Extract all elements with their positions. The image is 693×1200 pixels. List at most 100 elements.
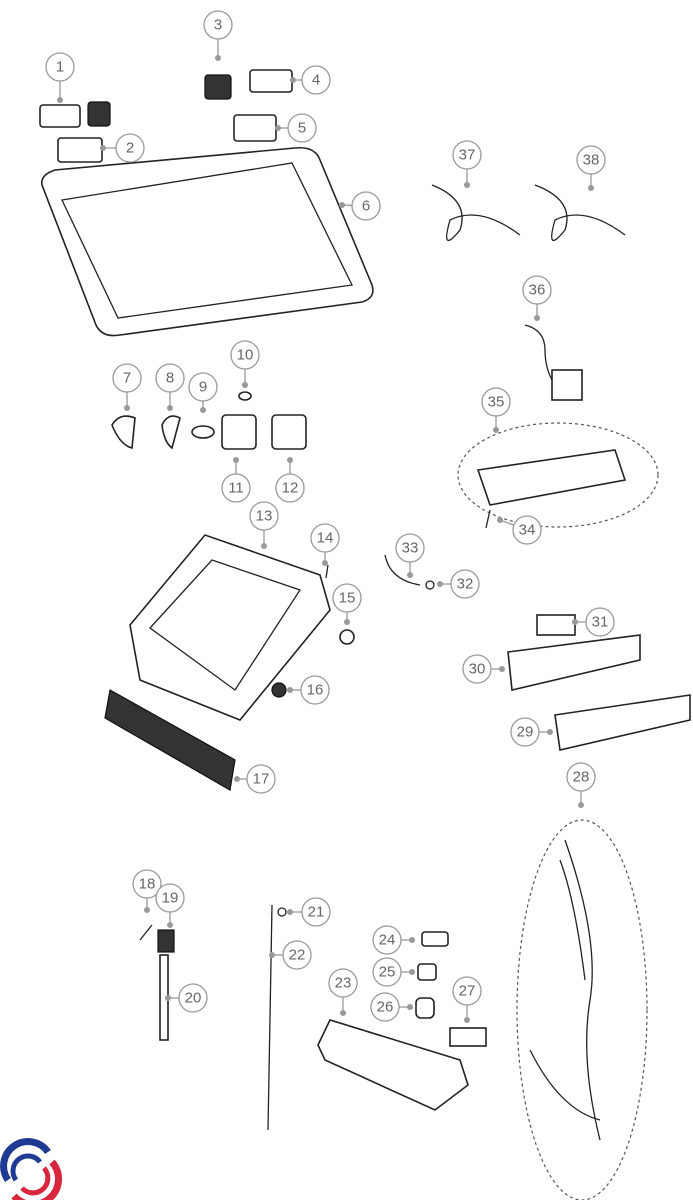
- callout-number: 29: [517, 724, 534, 741]
- part-35-control-board: [476, 449, 627, 506]
- callout-circle: [310, 523, 340, 553]
- callout-dot: [534, 315, 540, 321]
- part-6-lid-window: [61, 162, 353, 319]
- callout-number: 19: [162, 890, 179, 907]
- callout-number: 2: [126, 140, 134, 157]
- callout-circle: [328, 968, 358, 998]
- callout-circle: [221, 473, 251, 503]
- callout-dot: [407, 1004, 413, 1010]
- callout-number: 6: [362, 198, 370, 215]
- part-22-tube: [267, 904, 273, 1131]
- callout-3: 3: [203, 10, 233, 61]
- callout-number: 16: [307, 682, 324, 699]
- callout-dot: [275, 125, 281, 131]
- callout-number: 31: [592, 614, 609, 631]
- callout-22: 22: [269, 940, 312, 970]
- callout-dot: [588, 185, 594, 191]
- callout-circle: [395, 533, 425, 563]
- callout-circle: [155, 883, 185, 913]
- callout-33: 33: [395, 533, 425, 578]
- callout-9: 9: [188, 372, 218, 413]
- callout-circle: [510, 717, 540, 747]
- callout-number: 30: [469, 661, 486, 678]
- callout-dot: [234, 776, 240, 782]
- callout-circle: [230, 340, 260, 370]
- callout-29: 29: [510, 717, 553, 747]
- callout-21: 21: [287, 897, 331, 927]
- part-36-hose: [524, 324, 556, 386]
- part-34-screw: [485, 509, 491, 529]
- brand-logo-icon: [0, 1138, 62, 1200]
- part-1-hinge: [39, 104, 81, 128]
- part-26-valve: [415, 997, 435, 1019]
- callout-dot: [290, 77, 296, 83]
- callout-circle: [585, 607, 615, 637]
- callout-dot: [464, 182, 470, 188]
- callout-circle: [450, 569, 480, 599]
- callout-circle: [282, 940, 312, 970]
- part-33-hose: [384, 554, 421, 586]
- callout-number: 7: [123, 370, 131, 387]
- callout-number: 18: [139, 876, 156, 893]
- part-2-hinge-cover: [57, 137, 103, 163]
- callout-circle: [249, 501, 279, 531]
- callout-number: 32: [457, 576, 474, 593]
- part-29-bracket: [554, 694, 691, 751]
- callout-17: 17: [234, 764, 276, 794]
- callout-circle: [178, 983, 208, 1013]
- part-3-hinge-clip: [204, 74, 232, 100]
- callout-dot: [578, 802, 584, 808]
- callout-dot: [167, 922, 173, 928]
- callout-circle: [112, 363, 142, 393]
- part-6-glass-lid: [40, 146, 374, 337]
- callout-circle: [452, 140, 482, 170]
- callout-number: 37: [459, 147, 476, 164]
- callout-number: 8: [166, 370, 174, 387]
- callout-dot: [499, 666, 505, 672]
- callout-11: 11: [221, 457, 251, 503]
- callout-dot: [547, 729, 553, 735]
- callout-number: 13: [256, 508, 273, 525]
- callout-number: 35: [488, 394, 505, 411]
- part-28-wire-harness: [529, 839, 601, 1141]
- part-14-screw: [325, 564, 329, 579]
- callout-dot: [409, 937, 415, 943]
- callout-7: 7: [112, 363, 142, 411]
- callout-number: 3: [214, 17, 222, 34]
- callout-31: 31: [572, 607, 615, 637]
- callout-number: 33: [402, 540, 419, 557]
- part-35-boundary: [457, 422, 659, 528]
- callout-circle: [522, 275, 552, 305]
- callout-dot: [344, 619, 350, 625]
- callout-12: 12: [275, 457, 305, 503]
- part-4-hinge: [249, 69, 293, 93]
- part-28-boundary: [516, 819, 648, 1200]
- callout-dot: [407, 572, 413, 578]
- callout-15: 15: [332, 583, 362, 625]
- part-30-bracket: [507, 634, 641, 691]
- callout-circle: [452, 976, 482, 1006]
- part-18-spring: [139, 924, 153, 941]
- callout-dot: [287, 457, 293, 463]
- callout-37: 37: [452, 140, 482, 188]
- callout-circle: [132, 869, 162, 899]
- callout-circle: [351, 191, 381, 221]
- callout-32: 32: [437, 569, 480, 599]
- callout-dot: [409, 969, 415, 975]
- part-19-lever: [157, 929, 175, 953]
- callout-26: 26: [370, 992, 413, 1022]
- callout-circle: [155, 363, 185, 393]
- callout-25: 25: [372, 957, 415, 987]
- part-13-top-cover: [129, 534, 331, 721]
- callout-dot: [437, 581, 443, 587]
- part-15-switch: [339, 629, 355, 645]
- part-11-inlet-valve: [221, 414, 257, 450]
- callout-number: 21: [308, 904, 325, 921]
- callout-number: 23: [335, 975, 352, 992]
- part-37-inlet-hose: [431, 184, 521, 241]
- callout-dot: [165, 995, 171, 1001]
- part-12-inlet-valve: [271, 414, 307, 450]
- part-17-control-panel: [104, 689, 236, 791]
- part-25-clip: [417, 963, 437, 981]
